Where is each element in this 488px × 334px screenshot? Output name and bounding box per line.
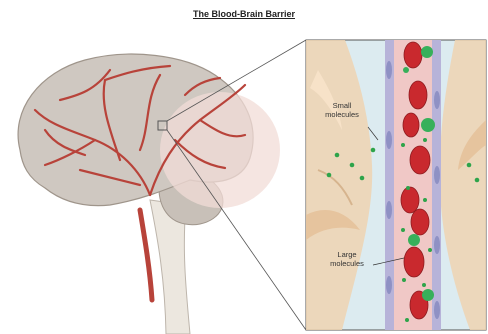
inset-panel: [306, 40, 486, 330]
zoom-highlight: [160, 92, 280, 208]
large-molecules-label: Large molecules: [317, 250, 377, 268]
small-molecules-label: Small molecules: [312, 101, 372, 119]
stem-artery: [140, 210, 152, 300]
small-molecules-label-line2: molecules: [312, 110, 372, 119]
small-molecules-label-line1: Small: [312, 101, 372, 110]
large-molecules-label-line2: molecules: [317, 259, 377, 268]
large-molecules-label-line1: Large: [317, 250, 377, 259]
